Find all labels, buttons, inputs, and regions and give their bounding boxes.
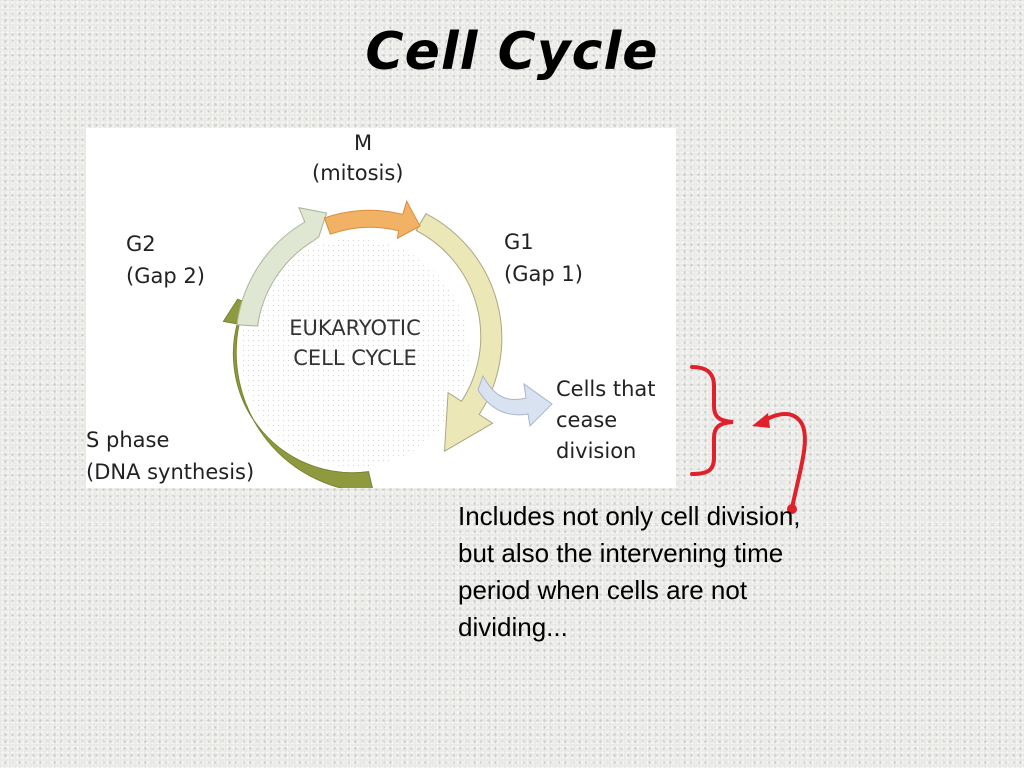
exit-label-line2: cease [556, 408, 618, 432]
center-label-line1: EUKARYOTIC [289, 316, 421, 340]
callout-arrow [760, 412, 807, 510]
mitosis-arrow [323, 199, 421, 240]
s-phase-detail: (DNA synthesis) [86, 460, 255, 484]
m-phase-label: M [354, 131, 373, 155]
exit-label-line3: division [556, 439, 637, 463]
exit-arrow [477, 374, 553, 428]
cell-cycle-ring [222, 199, 553, 488]
background-seam [700, 0, 701, 768]
center-label-line2: CELL CYCLE [293, 346, 417, 370]
ring-interior [241, 239, 469, 467]
background-seam [0, 524, 1024, 525]
m-phase-detail: (mitosis) [312, 161, 404, 185]
g1-phase-detail: (Gap 1) [504, 262, 583, 286]
g2-phase-detail: (Gap 2) [126, 264, 205, 288]
cell-cycle-diagram: M (mitosis) G2 (Gap 2) G1 (Gap 1) S phas… [86, 128, 676, 488]
exit-label-line1: Cells that [556, 377, 656, 401]
s-phase-label: S phase [86, 428, 170, 452]
g2-arrow [236, 207, 328, 327]
g1-phase-label: G1 [504, 230, 534, 254]
annotation-caption: Includes not only cell division, but als… [458, 501, 801, 642]
red-brace [690, 365, 734, 476]
slide-title: Cell Cycle [365, 22, 659, 82]
g2-phase-label: G2 [126, 232, 156, 256]
callout-arrowhead [752, 413, 770, 428]
